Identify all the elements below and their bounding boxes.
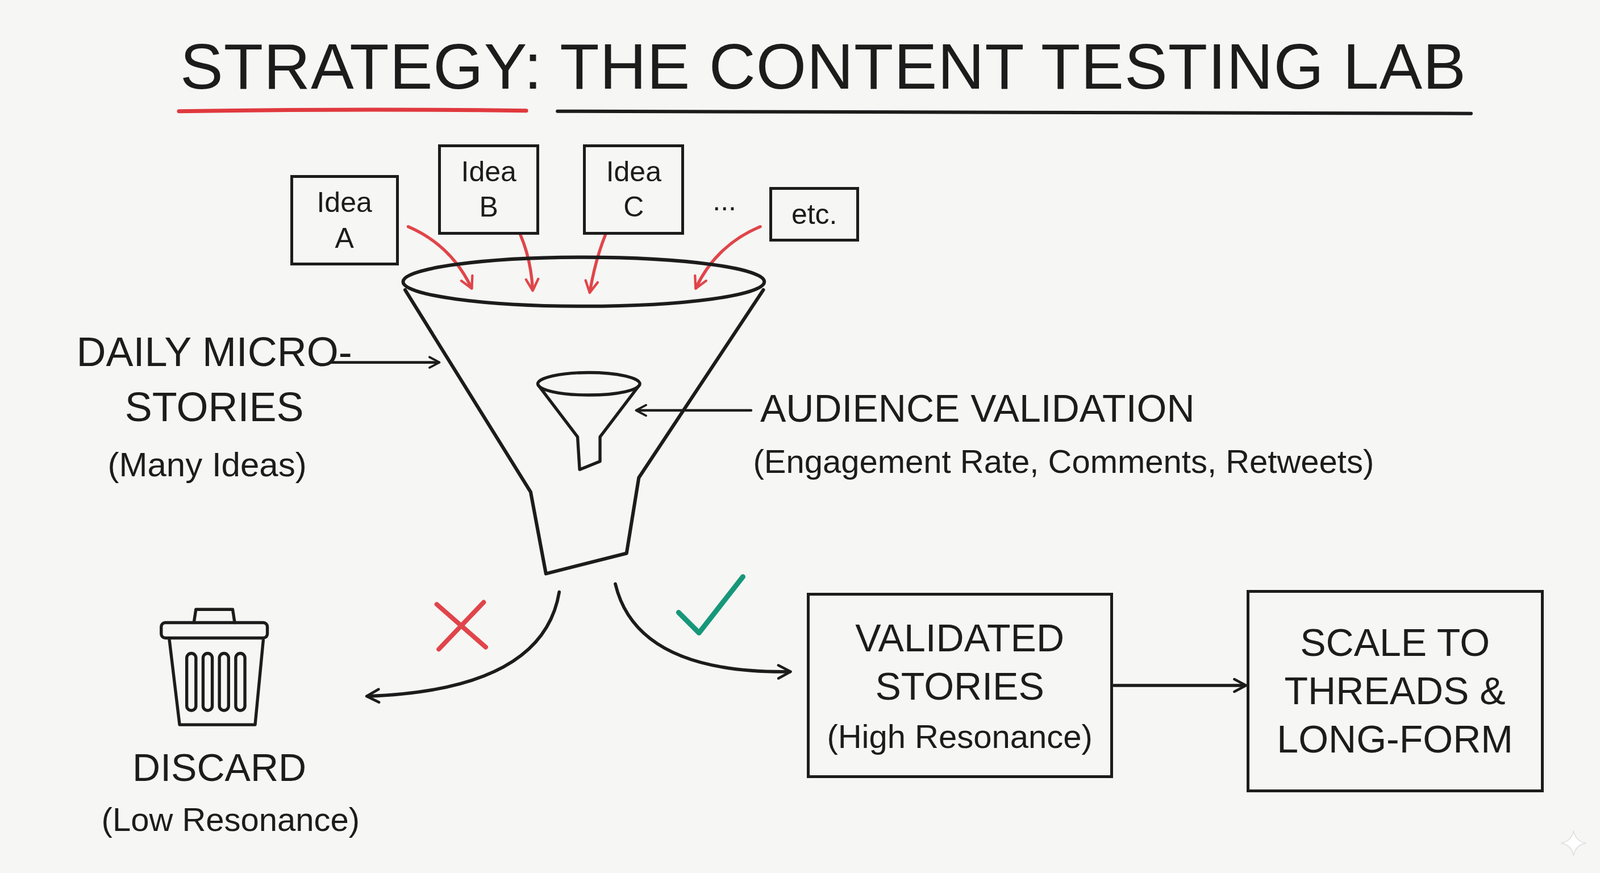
title-underlines bbox=[178, 109, 1472, 114]
idea-box: etc. bbox=[769, 186, 860, 243]
stage-label: DAILY MICRO-STORIES bbox=[25, 324, 404, 435]
stage-note: (Many Ideas) bbox=[107, 441, 307, 488]
trash-can bbox=[161, 609, 268, 725]
sparkle-mark bbox=[1561, 830, 1586, 856]
trash-slot bbox=[202, 652, 212, 711]
discard-note: (Low Resonance) bbox=[101, 797, 361, 842]
idea-arrow bbox=[696, 226, 761, 289]
filter-note: (Engagement Rate, Comments, Retweets) bbox=[752, 439, 1374, 484]
idea-box: Idea C bbox=[582, 144, 685, 235]
diagram-title: STRATEGY: THE CONTENT TESTING LAB bbox=[180, 29, 1467, 104]
trash-handle bbox=[193, 609, 235, 623]
title-underline-red bbox=[178, 109, 527, 112]
trash-body bbox=[169, 639, 264, 725]
funnel-body bbox=[405, 289, 764, 574]
node-title: Idea C bbox=[598, 153, 669, 225]
node-subtitle: (High Resonance) bbox=[826, 715, 1093, 758]
trash-slot bbox=[235, 652, 245, 711]
filter-rim bbox=[537, 372, 640, 396]
filter-funnel bbox=[537, 372, 640, 470]
trash-slot bbox=[219, 652, 229, 711]
check-mark bbox=[678, 576, 743, 633]
trash-slot bbox=[186, 652, 197, 711]
node-title: Idea A bbox=[305, 184, 384, 256]
validated-box: VALIDATED STORIES(High Resonance) bbox=[806, 592, 1114, 778]
funnel bbox=[402, 257, 765, 574]
discard-label: DISCARD bbox=[132, 741, 307, 794]
idea-box: Idea A bbox=[290, 175, 399, 266]
idea-box: Idea B bbox=[438, 144, 540, 235]
node-title: etc. bbox=[791, 196, 838, 233]
trash-lid bbox=[161, 622, 268, 639]
idea-arrow bbox=[407, 226, 472, 289]
title-underline bbox=[557, 111, 1472, 114]
cross-mark bbox=[436, 602, 486, 650]
node-title: SCALE TO THREADS & LONG-FORM bbox=[1261, 618, 1529, 764]
node-title: VALIDATED STORIES bbox=[822, 613, 1098, 711]
discard-arrow bbox=[367, 592, 560, 697]
leader-arrow bbox=[636, 409, 752, 412]
funnel-rim bbox=[402, 257, 765, 307]
filter-label: AUDIENCE VALIDATION bbox=[760, 382, 1195, 435]
filter-body bbox=[538, 385, 639, 470]
leader-arrows bbox=[331, 362, 752, 411]
scale-box: SCALE TO THREADS & LONG-FORM bbox=[1246, 589, 1544, 793]
node-title: Idea B bbox=[453, 153, 524, 225]
ellipsis-label: ... bbox=[712, 181, 737, 221]
flow-arrow bbox=[1114, 683, 1246, 687]
